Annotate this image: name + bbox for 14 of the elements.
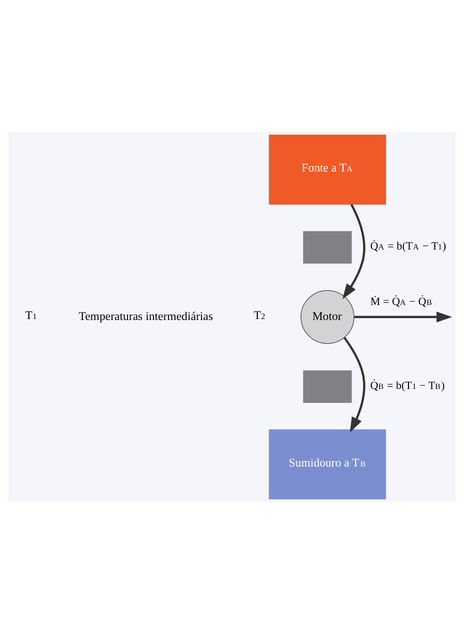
node-bar xyxy=(303,370,352,402)
node-circle: Motor xyxy=(300,290,354,344)
node-box: Fonte a TA xyxy=(268,134,386,204)
edge-label: Q̇A = b(TA − T1) xyxy=(370,240,446,252)
node-box: Sumidouro a TB xyxy=(268,428,386,499)
edge-label: Q̇B = b(T1 − TB) xyxy=(370,379,445,392)
label: T2 xyxy=(254,308,266,322)
edge-label: Ṁ = Q̇A − Q̇B xyxy=(370,295,432,308)
arrow xyxy=(342,203,366,299)
node-bar xyxy=(303,230,352,264)
arrow xyxy=(354,311,452,322)
arrow xyxy=(343,336,366,432)
label: Temperaturas intermediárias xyxy=(78,308,213,322)
label: T1 xyxy=(25,308,37,322)
